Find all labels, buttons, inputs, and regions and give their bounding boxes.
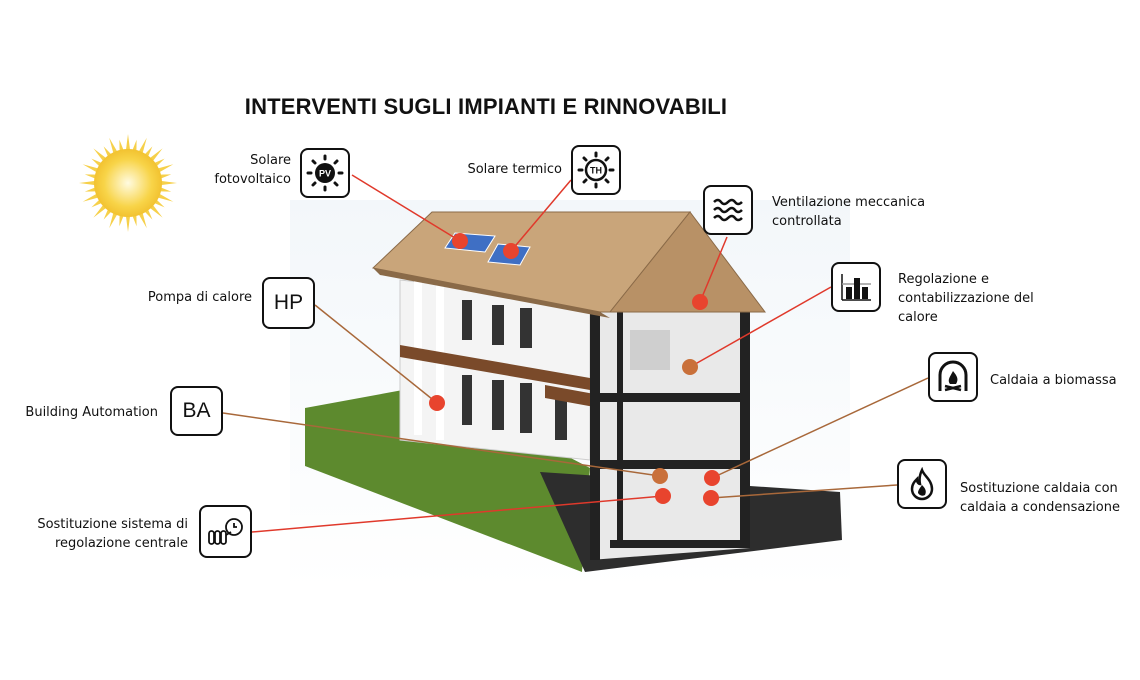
connector-lines [222,174,929,533]
balcony [400,345,590,390]
radiator-thermostat-icon [199,505,252,558]
building-automation-icon: BA [170,386,223,436]
cond-label-line1: Sostituzione caldaia con [960,481,1118,496]
reg-label: Regolazione e contabilizzazione del calore [898,270,1034,327]
sun-ray [79,180,97,186]
central-label-line1: Sostituzione sistema di [37,517,188,532]
bio-label: Caldaia a biomassa [990,373,1117,388]
cond-label: Sostituzione caldaia con caldaia a conden… [960,479,1120,517]
sun-ray [119,213,124,227]
sun-disc [94,149,162,217]
pv-label-line2: fotovoltaico [214,172,291,187]
pv-label-line1: Solare [250,153,291,168]
sun-ray [82,193,100,202]
hp-label: Pompa di calore [147,290,252,305]
sun-ray [149,148,163,162]
hotspot-dots [429,233,720,506]
pv-abbr: PV [319,169,331,179]
roof-gable [608,211,766,313]
sun-ray [125,134,131,152]
sun-ray [156,193,174,202]
balcony-lower [545,385,600,408]
vmc-label: Ventilazione meccanica controllata [772,193,925,231]
th-abbr: TH [590,166,602,176]
th-label: Solare termico [467,162,562,177]
sun-ray [93,204,107,218]
central-label: Sostituzione sistema di regolazione centr… [37,515,188,553]
sun-ray [138,137,147,155]
sun-ray [109,137,118,155]
sun-pv-icon: PV [300,148,350,198]
bar-meter-icon [831,262,881,312]
sun-ray [93,148,107,162]
central-label-line2: regolazione centrale [54,536,188,551]
hp-abbr: HP [273,291,304,314]
page-title: INTERVENTI SUGLI IMPIANTI E RINNOVABILI [244,94,728,119]
sun-ray [138,211,147,229]
reg-label-line1: Regolazione e [898,272,989,287]
waves-icon [703,185,753,235]
sun-ray [158,174,172,179]
sun-icon [79,134,177,232]
sun-ray [84,187,98,192]
ba-abbr: BA [182,399,211,422]
ba-label: Building Automation [25,405,158,420]
sun-ray [125,214,131,232]
reg-label-line3: calore [898,310,938,325]
sun-ray [149,204,163,218]
sun-ray [119,139,124,153]
vmc-label-line2: controllata [772,214,842,229]
windows [462,300,567,440]
vmc-label-line1: Ventilazione meccanica [772,195,926,210]
heat-pump-icon: HP [262,277,315,329]
cond-label-line2: caldaia a condensazione [960,500,1120,515]
sun-ray [132,139,137,153]
sun-ray [156,164,174,173]
sun-ray [159,180,177,186]
fireplace-icon [928,352,978,402]
flame-icon [897,459,947,509]
room-furniture [630,330,670,370]
reg-label-line2: contabilizzazione del [898,291,1034,306]
roof-eave [373,268,610,318]
pv-label: Solare fotovoltaico [214,151,291,189]
sun-ray [158,187,172,192]
sun-th-icon: TH [571,145,621,195]
sun-ray [132,213,137,227]
sun-ray [84,174,98,179]
sun-ray [109,211,118,229]
sun-ray [82,164,100,173]
